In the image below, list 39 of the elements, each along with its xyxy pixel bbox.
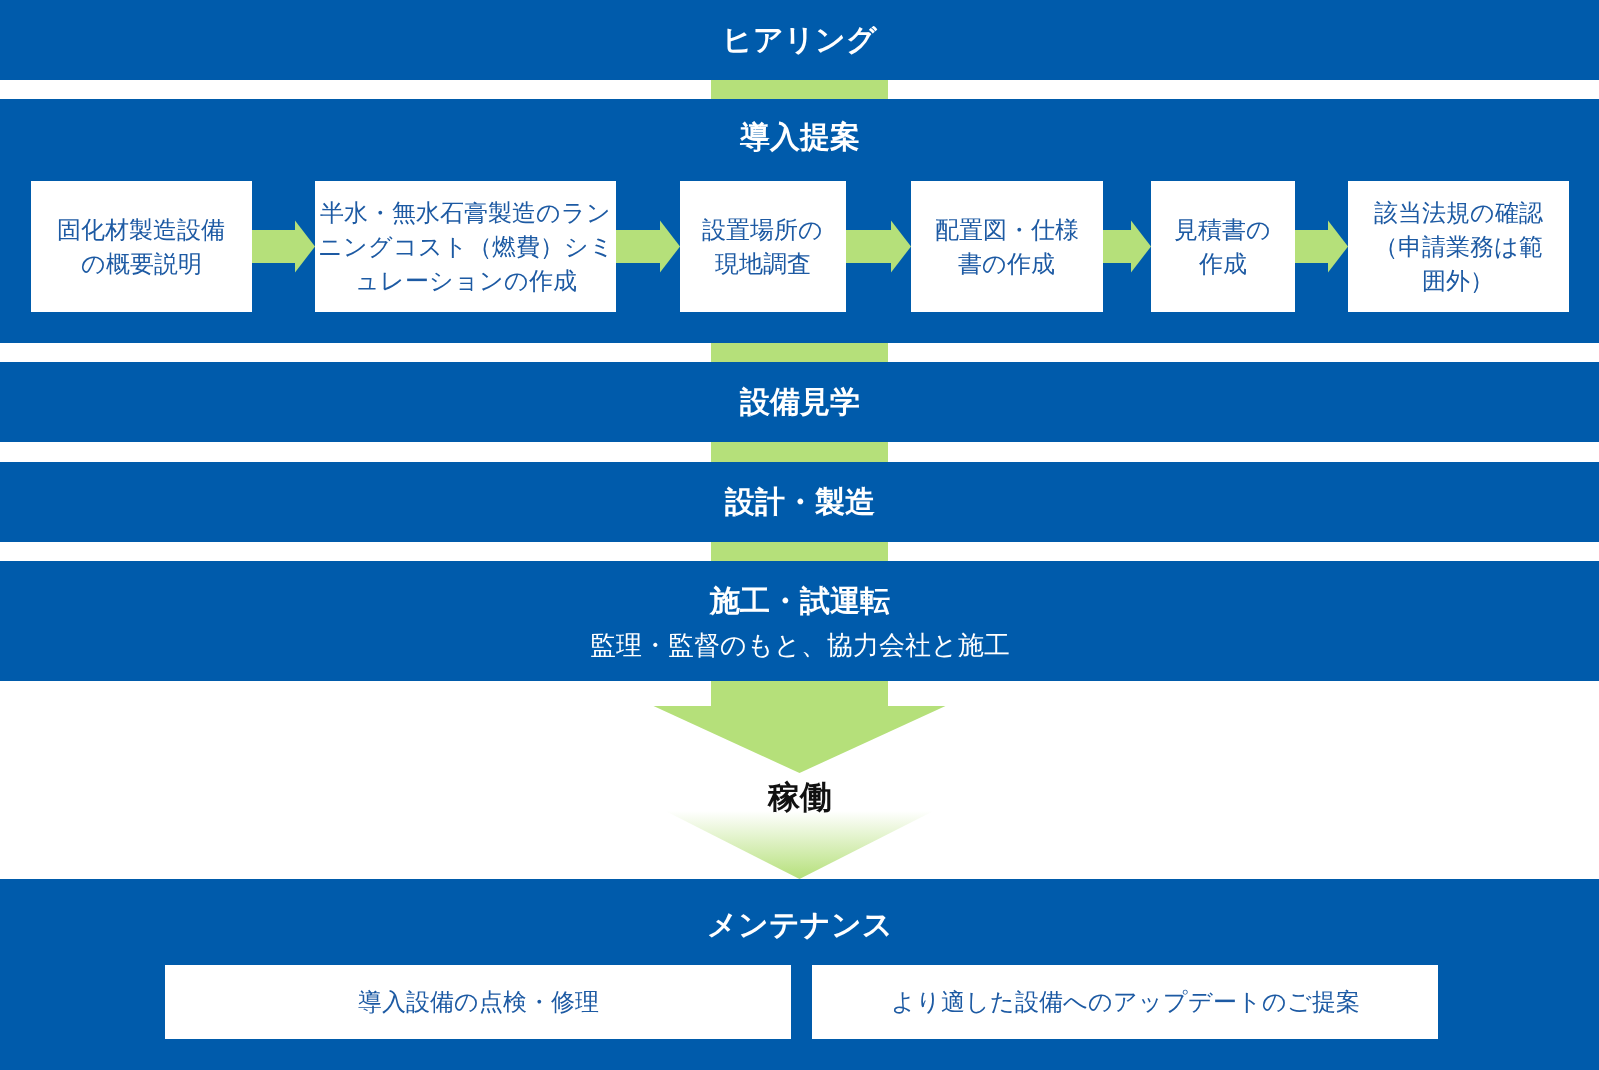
stage-band	[0, 879, 1599, 1070]
step-text: 導入設備の点検・修理	[357, 987, 599, 1018]
flow-connector	[711, 80, 888, 99]
stage-band	[0, 362, 1599, 442]
arrow	[1295, 220, 1348, 273]
stage-band	[0, 561, 1599, 681]
step-text: 半水・無水石膏製造のランニングコスト（燃費）シミュレーションの作成	[316, 197, 615, 297]
flow-connector	[711, 442, 888, 462]
step-text: 該当法規の確認（申請業務は範囲外）	[1373, 197, 1544, 297]
arrow	[1103, 220, 1151, 273]
step-box	[31, 181, 252, 312]
step-box	[911, 181, 1103, 312]
stage-title: 施工・試運転	[708, 583, 891, 619]
arrow	[252, 220, 315, 273]
stage-band	[0, 0, 1599, 80]
arrow	[846, 220, 911, 273]
step-text: より適した設備へのアップデートのご提案	[890, 987, 1360, 1018]
arrow	[616, 220, 680, 273]
step-box	[165, 965, 791, 1039]
step-text: 配置図・仕様書の作成	[934, 214, 1080, 280]
step-box	[315, 181, 616, 312]
stage-note: 監理・監督のもと、協力会社と施工	[588, 629, 1011, 661]
stage-title: 導入提案	[738, 119, 861, 155]
flow-connector	[711, 343, 888, 362]
stage-title: メンテナンス	[705, 907, 894, 943]
stage-band	[0, 99, 1599, 343]
step-box	[1348, 181, 1569, 312]
step-text: 見積書の作成	[1173, 214, 1273, 280]
stage-title: 設計・製造	[723, 484, 876, 520]
flow-connector	[711, 542, 888, 561]
step-box	[680, 181, 846, 312]
stage-title: 設備見学	[738, 384, 861, 420]
step-box	[1151, 181, 1295, 312]
stage-band	[0, 462, 1599, 542]
step-text: 設置場所の現地調査	[701, 214, 825, 280]
step-text: 固化材製造設備の概要説明	[56, 214, 227, 280]
step-box	[812, 965, 1438, 1039]
flow-connector	[653, 681, 946, 773]
stage-title: ヒアリング	[721, 22, 878, 58]
